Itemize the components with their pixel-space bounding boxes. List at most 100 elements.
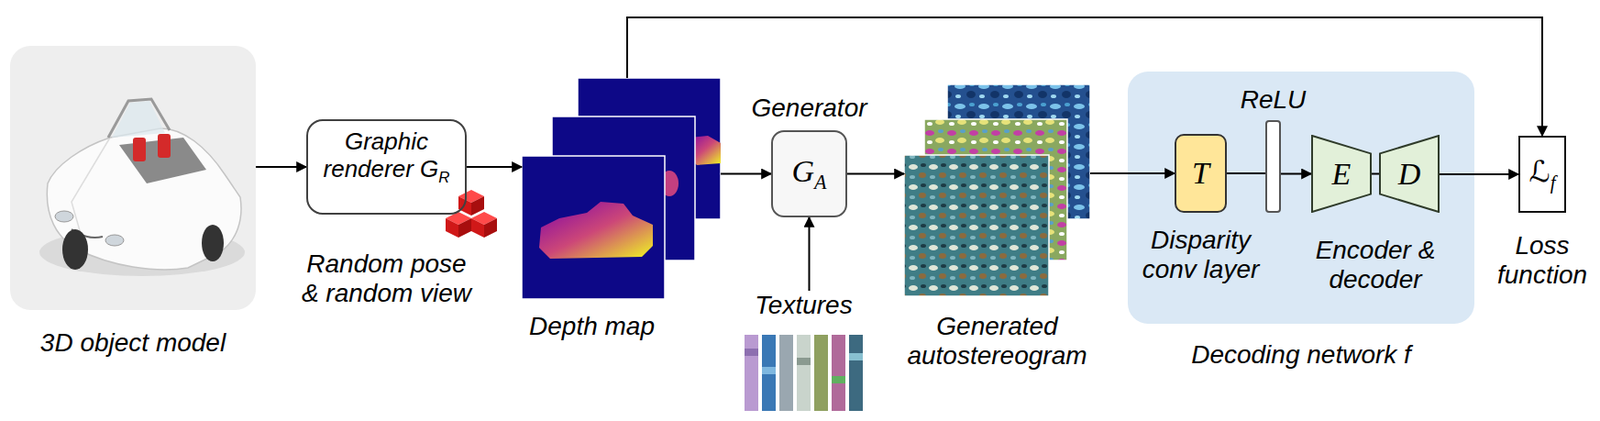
decoding-panel-ground xyxy=(1127,71,1475,324)
box-text-line: Graphic renderer GR xyxy=(317,128,456,187)
decoding-panel-ground-part xyxy=(1127,71,1475,324)
depth-map-caption: Depth map xyxy=(529,311,655,341)
activation-caption: ReLU xyxy=(1240,85,1307,114)
relu-bar: ReLU xyxy=(1265,120,1281,213)
autostereogram-caption: Generated autostereogram xyxy=(906,311,1087,370)
depth-map-images xyxy=(521,77,721,299)
texture-strips-part xyxy=(796,334,811,411)
texture-strips-part xyxy=(761,334,776,411)
trapezoid-shape xyxy=(1312,135,1371,212)
object-model-panel: 3D object model xyxy=(10,45,256,310)
connector-arrow xyxy=(720,173,772,176)
renderer-caption: Random pose & random view xyxy=(301,249,472,308)
texture-strips-part xyxy=(796,357,811,365)
trapezoid-shape xyxy=(1379,135,1439,212)
car-illustration xyxy=(39,99,245,276)
car-illustration-part xyxy=(201,224,224,262)
box-content: D xyxy=(1379,134,1440,213)
loss-caption: Loss function xyxy=(1497,231,1588,289)
car-illustration-part xyxy=(108,99,170,138)
decoder-trapezoid: D xyxy=(1379,134,1440,213)
connector-arrow xyxy=(466,165,522,168)
connector-arrow xyxy=(627,17,1543,136)
car-illustration-part xyxy=(62,229,89,270)
renderer-subscript: R xyxy=(438,168,450,187)
red-cubes-icon-part xyxy=(471,218,485,238)
box-text-line: D xyxy=(1398,155,1422,192)
loss-symbol: ℒ xyxy=(1529,154,1551,189)
caption-holder: ReLU xyxy=(1227,85,1320,115)
red-cubes-icon-part xyxy=(471,196,485,216)
caption-holder: Decoding network f xyxy=(1154,340,1448,370)
box-content: E xyxy=(1311,134,1372,213)
box-text-line: T xyxy=(1191,154,1210,191)
generator-caption: Generator xyxy=(750,93,867,122)
caption-holder: Textures xyxy=(712,290,896,320)
layer-caption: Disparity conv layer xyxy=(1142,225,1260,284)
texture-strips-part xyxy=(831,334,846,411)
car-illustration-part xyxy=(46,128,242,270)
connector-arrow xyxy=(1226,172,1266,175)
texture-strips-part xyxy=(779,334,794,411)
caption-holder: Random pose & random view xyxy=(297,249,476,309)
decoding-network-caption: Decoding network f xyxy=(1191,340,1412,369)
box-content: Graphic renderer GR xyxy=(308,121,465,213)
red-cubes-icon-part xyxy=(458,196,472,216)
caption-holder: Depth map xyxy=(500,311,685,342)
autostereogram-images xyxy=(904,84,1091,297)
autostereogram-images-part xyxy=(904,154,1049,297)
caption-holder: 3D object model xyxy=(0,328,271,358)
encoder-symbol: E xyxy=(1332,156,1352,191)
box-text-line: ℒf xyxy=(1529,154,1556,193)
texture-strips-part xyxy=(814,334,828,411)
encoder-decoder-caption: Encoder & decoder xyxy=(1315,235,1436,294)
object-caption: 3D object model xyxy=(40,328,226,357)
caption-holder: Encoder & decoder xyxy=(1309,235,1443,295)
texture-strips-part xyxy=(744,348,759,356)
red-cubes-icon-part xyxy=(445,218,459,238)
car-illustration-part xyxy=(105,234,124,246)
red-cubes-icon-part xyxy=(484,218,497,238)
generator-symbol: G xyxy=(791,154,815,188)
renderer-box: Graphic renderer GRRandom pose & random … xyxy=(306,119,467,215)
box-content: T xyxy=(1176,135,1225,211)
depth-map-images-part xyxy=(539,201,653,259)
car-illustration-part xyxy=(71,137,111,241)
loss-subscript: f xyxy=(1550,171,1556,193)
connector-arrow xyxy=(808,217,811,291)
caption-holder: Disparity conv layer xyxy=(1136,225,1266,285)
loss-box: ℒfLoss function xyxy=(1518,135,1567,213)
connector-arrow xyxy=(847,173,905,176)
generator-box: GAGenerator xyxy=(771,130,848,218)
layer-symbol: T xyxy=(1191,155,1210,190)
box-content: GA xyxy=(772,132,846,216)
texture-strips-part xyxy=(831,375,846,384)
generator-subscript: A xyxy=(814,170,828,194)
depth-map-images-part xyxy=(521,155,665,299)
connector-arrow xyxy=(1280,173,1312,176)
texture-strips-part xyxy=(744,334,759,411)
autostereogram-stack: Generated autostereogram xyxy=(904,84,1091,297)
box-content: ℒf xyxy=(1520,137,1565,211)
texture-strips xyxy=(744,334,863,411)
box-text-line: GA xyxy=(791,153,827,194)
red-cubes-icon-part xyxy=(458,218,472,238)
texture-strips-part xyxy=(849,334,863,411)
connector-arrow xyxy=(255,165,307,168)
caption-holder: Generator xyxy=(717,93,902,123)
car-illustration-part xyxy=(55,210,74,222)
connector-arrow xyxy=(1371,173,1380,176)
encoder-trapezoid: E xyxy=(1311,134,1372,213)
renderer-label: Graphic renderer G xyxy=(323,127,440,183)
connector-arrow xyxy=(1439,173,1519,176)
textures-group: Textures xyxy=(744,290,863,411)
depth-map-stack: Depth map xyxy=(521,77,721,299)
car-illustration-part xyxy=(157,133,171,158)
object-model-ground xyxy=(10,45,256,310)
disparity-conv-box: TDisparity conv layer xyxy=(1174,133,1227,213)
decoding-network-panel: Decoding network fTDisparity conv layerR… xyxy=(1127,71,1475,324)
caption-holder: Generated autostereogram xyxy=(898,311,1096,371)
texture-strips-part xyxy=(849,353,863,361)
